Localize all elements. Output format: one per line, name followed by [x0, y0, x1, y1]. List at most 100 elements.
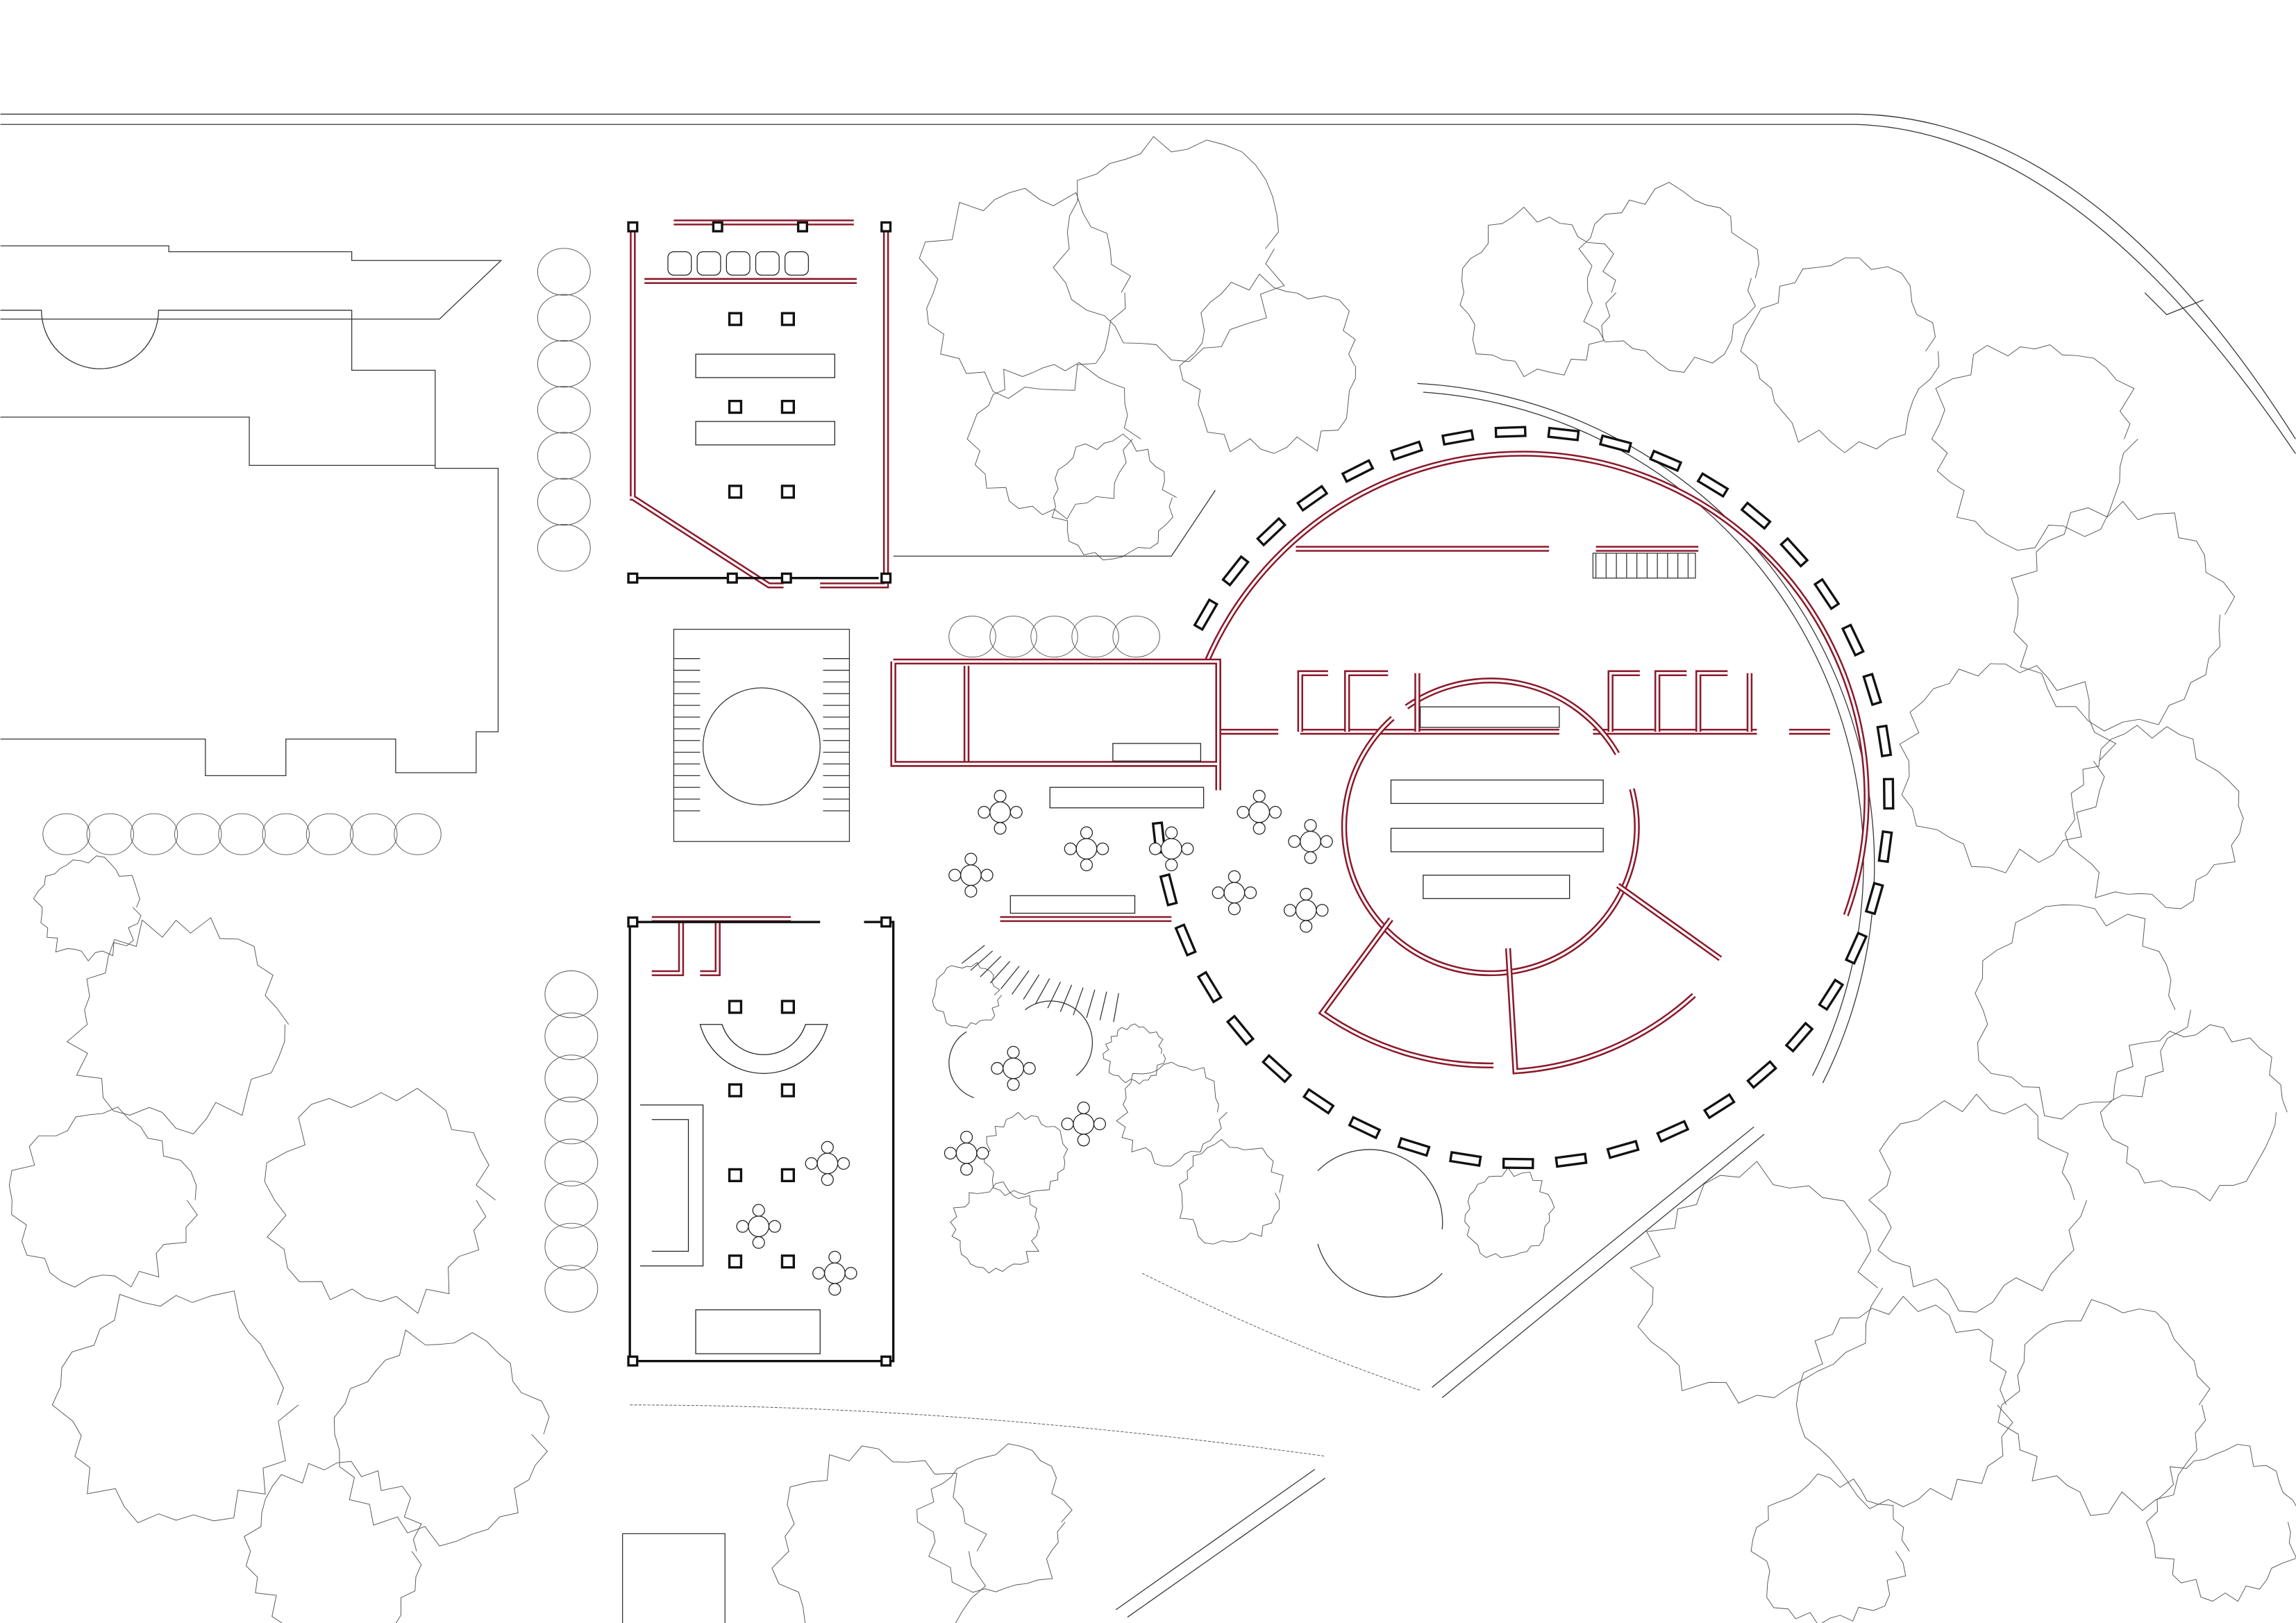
- chair: [1300, 920, 1313, 933]
- round-table: [1295, 899, 1317, 921]
- column: [1449, 1151, 1482, 1168]
- tree-canopy: [51, 1290, 299, 1524]
- hedge: [305, 813, 354, 855]
- hedge: [130, 813, 178, 855]
- chair: [736, 1220, 749, 1233]
- chair: [1227, 902, 1241, 916]
- round-table: [989, 801, 1011, 823]
- column: [1876, 724, 1893, 758]
- chair: [1148, 842, 1162, 855]
- chair: [1300, 888, 1313, 901]
- chair: [960, 1163, 973, 1176]
- chair: [1061, 1118, 1074, 1131]
- tree-canopy: [1795, 1295, 2013, 1509]
- round-table: [823, 1262, 846, 1284]
- column: [1296, 485, 1329, 512]
- column: [1193, 598, 1219, 632]
- chair: [1165, 826, 1178, 839]
- column: [1877, 830, 1893, 864]
- furniture: [630, 251, 1696, 1457]
- column: [1813, 578, 1841, 611]
- chair: [844, 1267, 857, 1280]
- column: [1348, 1116, 1382, 1140]
- curved-seat: [948, 1000, 1093, 1098]
- column: [1702, 1093, 1736, 1120]
- tree-canopy: [1750, 1473, 1910, 1623]
- tree-canopy: [1975, 905, 2191, 1120]
- chair: [1064, 842, 1077, 855]
- chair: [1007, 1045, 1020, 1059]
- column: [1606, 1139, 1640, 1159]
- round-table: [955, 1142, 978, 1164]
- interior-column: [780, 485, 796, 499]
- column: [1649, 449, 1683, 473]
- site-boundary-road: [0, 113, 2296, 1623]
- hedge: [1112, 616, 1160, 658]
- column: [1397, 1136, 1431, 1157]
- courtyard-planter: [702, 687, 821, 806]
- ramp-stair: [1047, 982, 1062, 1009]
- chair: [821, 1141, 834, 1154]
- column: [1441, 429, 1475, 446]
- column: [1302, 1088, 1335, 1115]
- wall-core: [1320, 918, 1494, 1067]
- interior-column: [728, 1254, 743, 1269]
- chair: [978, 805, 991, 819]
- chair: [752, 1236, 765, 1249]
- interior-column: [780, 1083, 796, 1098]
- interior-column: [728, 312, 743, 326]
- ramp-stair: [1059, 984, 1073, 1012]
- table: [1112, 743, 1202, 762]
- tree-canopy: [2064, 725, 2245, 909]
- hedge: [1071, 616, 1119, 658]
- interior-column: [780, 1000, 796, 1014]
- tree-canopy: [950, 1181, 1040, 1274]
- chair: [837, 1157, 850, 1170]
- column: [1882, 777, 1895, 810]
- table: [1009, 895, 1136, 914]
- wall: [630, 219, 889, 589]
- sofa-seat: [667, 251, 692, 276]
- ramp-stair: [980, 956, 1002, 977]
- table: [695, 421, 835, 446]
- tree-canopy: [33, 855, 142, 962]
- chair: [1212, 886, 1225, 900]
- ramp-stair: [970, 950, 994, 971]
- bar-counter: [639, 1104, 704, 1267]
- column: [1746, 1060, 1778, 1089]
- hedge: [989, 616, 1037, 658]
- table: [1419, 706, 1560, 728]
- chair: [812, 1267, 826, 1280]
- stair: [1592, 553, 1696, 579]
- sofa-seat: [726, 251, 751, 276]
- round-table: [1073, 1113, 1095, 1135]
- tree-canopy: [1629, 1161, 1884, 1404]
- tree-canopy: [8, 1107, 198, 1288]
- hedge: [948, 616, 996, 658]
- wall-core: [891, 660, 1220, 791]
- tree-canopy: [1116, 1061, 1227, 1167]
- chair: [964, 852, 978, 866]
- hedge: [537, 294, 591, 342]
- chair: [994, 789, 1007, 802]
- tree-canopy: [2011, 501, 2236, 732]
- round-table: [748, 1216, 770, 1238]
- tree-canopy: [1868, 1093, 2088, 1313]
- interior-column: [780, 1168, 796, 1183]
- chair: [994, 822, 1007, 835]
- path-planting: [630, 1272, 1421, 1457]
- chair: [1080, 826, 1093, 839]
- wall-core: [651, 918, 791, 975]
- hedge: [537, 339, 591, 388]
- interior-column: [780, 312, 796, 326]
- chair: [991, 1061, 1004, 1075]
- round-table: [1248, 801, 1271, 823]
- interior-column: [728, 1083, 743, 1098]
- tree-canopy: [66, 917, 290, 1134]
- wall-core: [1405, 679, 1618, 755]
- column: [1159, 873, 1178, 907]
- wall: [1607, 670, 1753, 732]
- wall-core: [1343, 717, 1639, 975]
- sofa-seat: [785, 251, 810, 276]
- interior-column: [728, 485, 743, 499]
